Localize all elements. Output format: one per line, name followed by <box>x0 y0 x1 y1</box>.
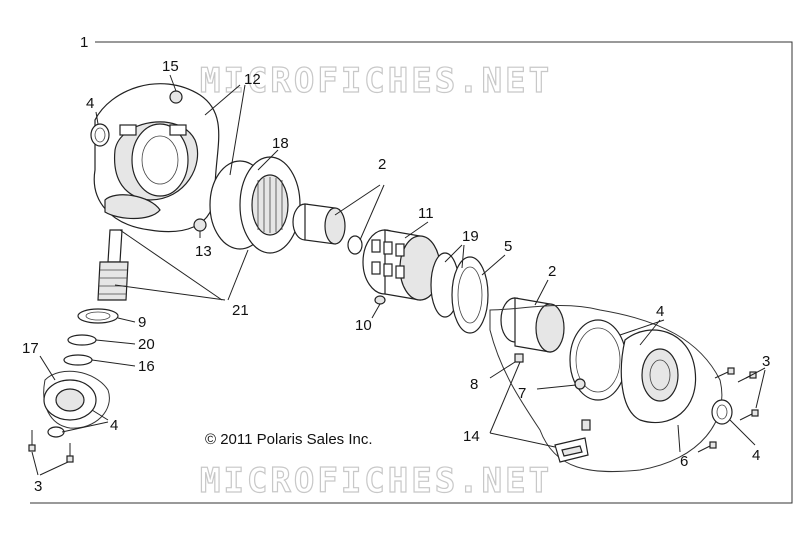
callout-16: 16 <box>138 358 155 375</box>
watermark-top: MICROFICHES.NET <box>200 61 552 101</box>
sensor-plug <box>581 419 591 431</box>
callout-10: 10 <box>355 317 372 334</box>
fill-plug <box>169 90 183 104</box>
callout-13: 13 <box>195 243 212 260</box>
center-bearing <box>292 203 363 255</box>
callout-4-bottom-right: 4 <box>752 447 760 464</box>
assembly-frame <box>30 41 793 504</box>
callout-2-center: 2 <box>378 156 386 173</box>
coil-connector <box>554 437 589 463</box>
callout-21: 21 <box>232 302 249 319</box>
callout-19: 19 <box>462 228 479 245</box>
seal-top-left <box>90 123 110 147</box>
callout-12: 12 <box>244 71 261 88</box>
callout-2-right: 2 <box>548 263 556 280</box>
roll-cage <box>362 229 441 301</box>
callout-4-bottom-left: 4 <box>110 417 118 434</box>
drain-plug <box>193 218 207 232</box>
callout-15: 15 <box>162 58 179 75</box>
callout-9: 9 <box>138 314 146 331</box>
bolts-left <box>28 430 74 463</box>
pinion-cover <box>43 370 110 438</box>
callout-5: 5 <box>504 238 512 255</box>
watermark-bottom: MICROFICHES.NET <box>200 461 552 501</box>
clip <box>514 353 524 363</box>
callout-6: 6 <box>680 453 688 470</box>
rear-cover <box>489 305 723 473</box>
seal-right <box>711 399 733 425</box>
dowel-pin <box>574 378 586 390</box>
callout-17: 17 <box>22 340 39 357</box>
callout-3-bottom-left: 3 <box>34 478 42 495</box>
callout-14: 14 <box>463 428 480 445</box>
callout-1: 1 <box>80 34 88 51</box>
leader-lines <box>31 74 766 476</box>
snap-ring <box>63 354 93 366</box>
pinion-bearing <box>77 308 119 324</box>
callout-8: 8 <box>470 376 478 393</box>
callout-7: 7 <box>518 385 526 402</box>
roller-pin <box>374 295 386 305</box>
callout-11: 11 <box>418 205 434 222</box>
callout-20: 20 <box>138 336 155 353</box>
o-ring <box>67 334 97 346</box>
front-housing <box>93 83 220 233</box>
callout-4-right-top: 4 <box>656 303 664 320</box>
callout-3-right: 3 <box>762 353 770 370</box>
callout-18: 18 <box>272 135 289 152</box>
callout-4-top-left: 4 <box>86 95 94 112</box>
copyright-notice: © 2011 Polaris Sales Inc. <box>205 431 373 448</box>
bolts-right <box>697 367 759 453</box>
ring-gear-assembly <box>209 156 301 254</box>
pinion-shaft <box>97 229 129 301</box>
armature-plate <box>451 256 489 334</box>
